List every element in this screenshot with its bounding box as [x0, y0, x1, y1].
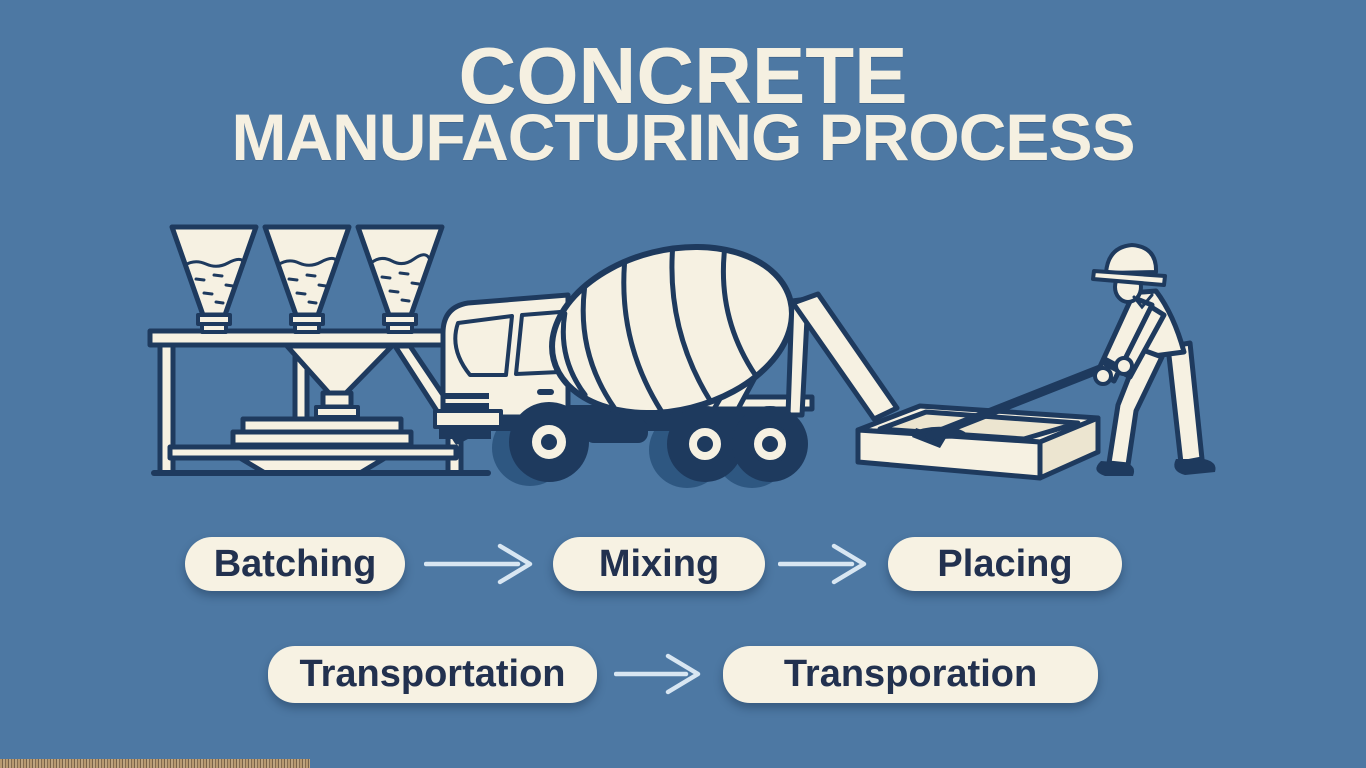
texture-strip	[0, 759, 310, 768]
flow-step-label: Mixing	[598, 542, 720, 585]
flow-step-transportation: Transportation	[268, 646, 597, 703]
boot-icon	[1096, 461, 1135, 476]
weigh-platform-icon	[167, 416, 459, 476]
flow-step-label: Placing	[937, 542, 1073, 585]
flow-step-label: Transportation	[299, 653, 566, 695]
hand	[1114, 356, 1134, 376]
formwork-box-icon	[855, 403, 1101, 481]
flow-step-label: Transporation	[783, 653, 1038, 695]
collar	[1132, 293, 1154, 310]
hard-hat-icon	[1091, 243, 1167, 287]
flow-step-placing: Placing	[888, 537, 1122, 591]
truck-wheel-icon	[732, 406, 808, 482]
discharge-funnel-icon	[284, 343, 395, 419]
batching-plant-icon	[147, 224, 491, 476]
truck-wheel-icon	[667, 406, 743, 482]
mixer-drum-icon	[549, 243, 795, 417]
flow-arrow-icon	[614, 653, 701, 695]
mixer-truck-icon	[433, 243, 900, 488]
poster-title-line2: MANUFACTURING PROCESS	[231, 100, 1135, 174]
discharge-chute-icon	[790, 291, 900, 422]
truck-cab-icon	[433, 292, 571, 439]
process-illustration	[147, 224, 1216, 488]
flow-step-label: Batching	[213, 542, 377, 585]
aggregate-hopper-icon	[262, 224, 352, 334]
flow-step-batching: Batching	[185, 537, 405, 591]
truck-wheel-icon	[509, 402, 589, 482]
fuel-tank	[584, 419, 648, 443]
worker-icon	[1091, 243, 1216, 476]
flow-step-transporation: Transporation	[723, 646, 1098, 703]
flow-arrow-icon	[424, 543, 533, 585]
boot-icon	[1174, 459, 1216, 475]
poster-title-line1: CONCRETE	[458, 31, 908, 120]
aggregate-hopper-icon	[169, 224, 259, 334]
aggregate-hopper-icon	[355, 224, 445, 334]
hand	[1093, 366, 1113, 386]
placing-scene-icon	[855, 243, 1216, 481]
flow-step-mixing: Mixing	[553, 537, 765, 591]
flow-arrow-icon	[778, 543, 867, 585]
